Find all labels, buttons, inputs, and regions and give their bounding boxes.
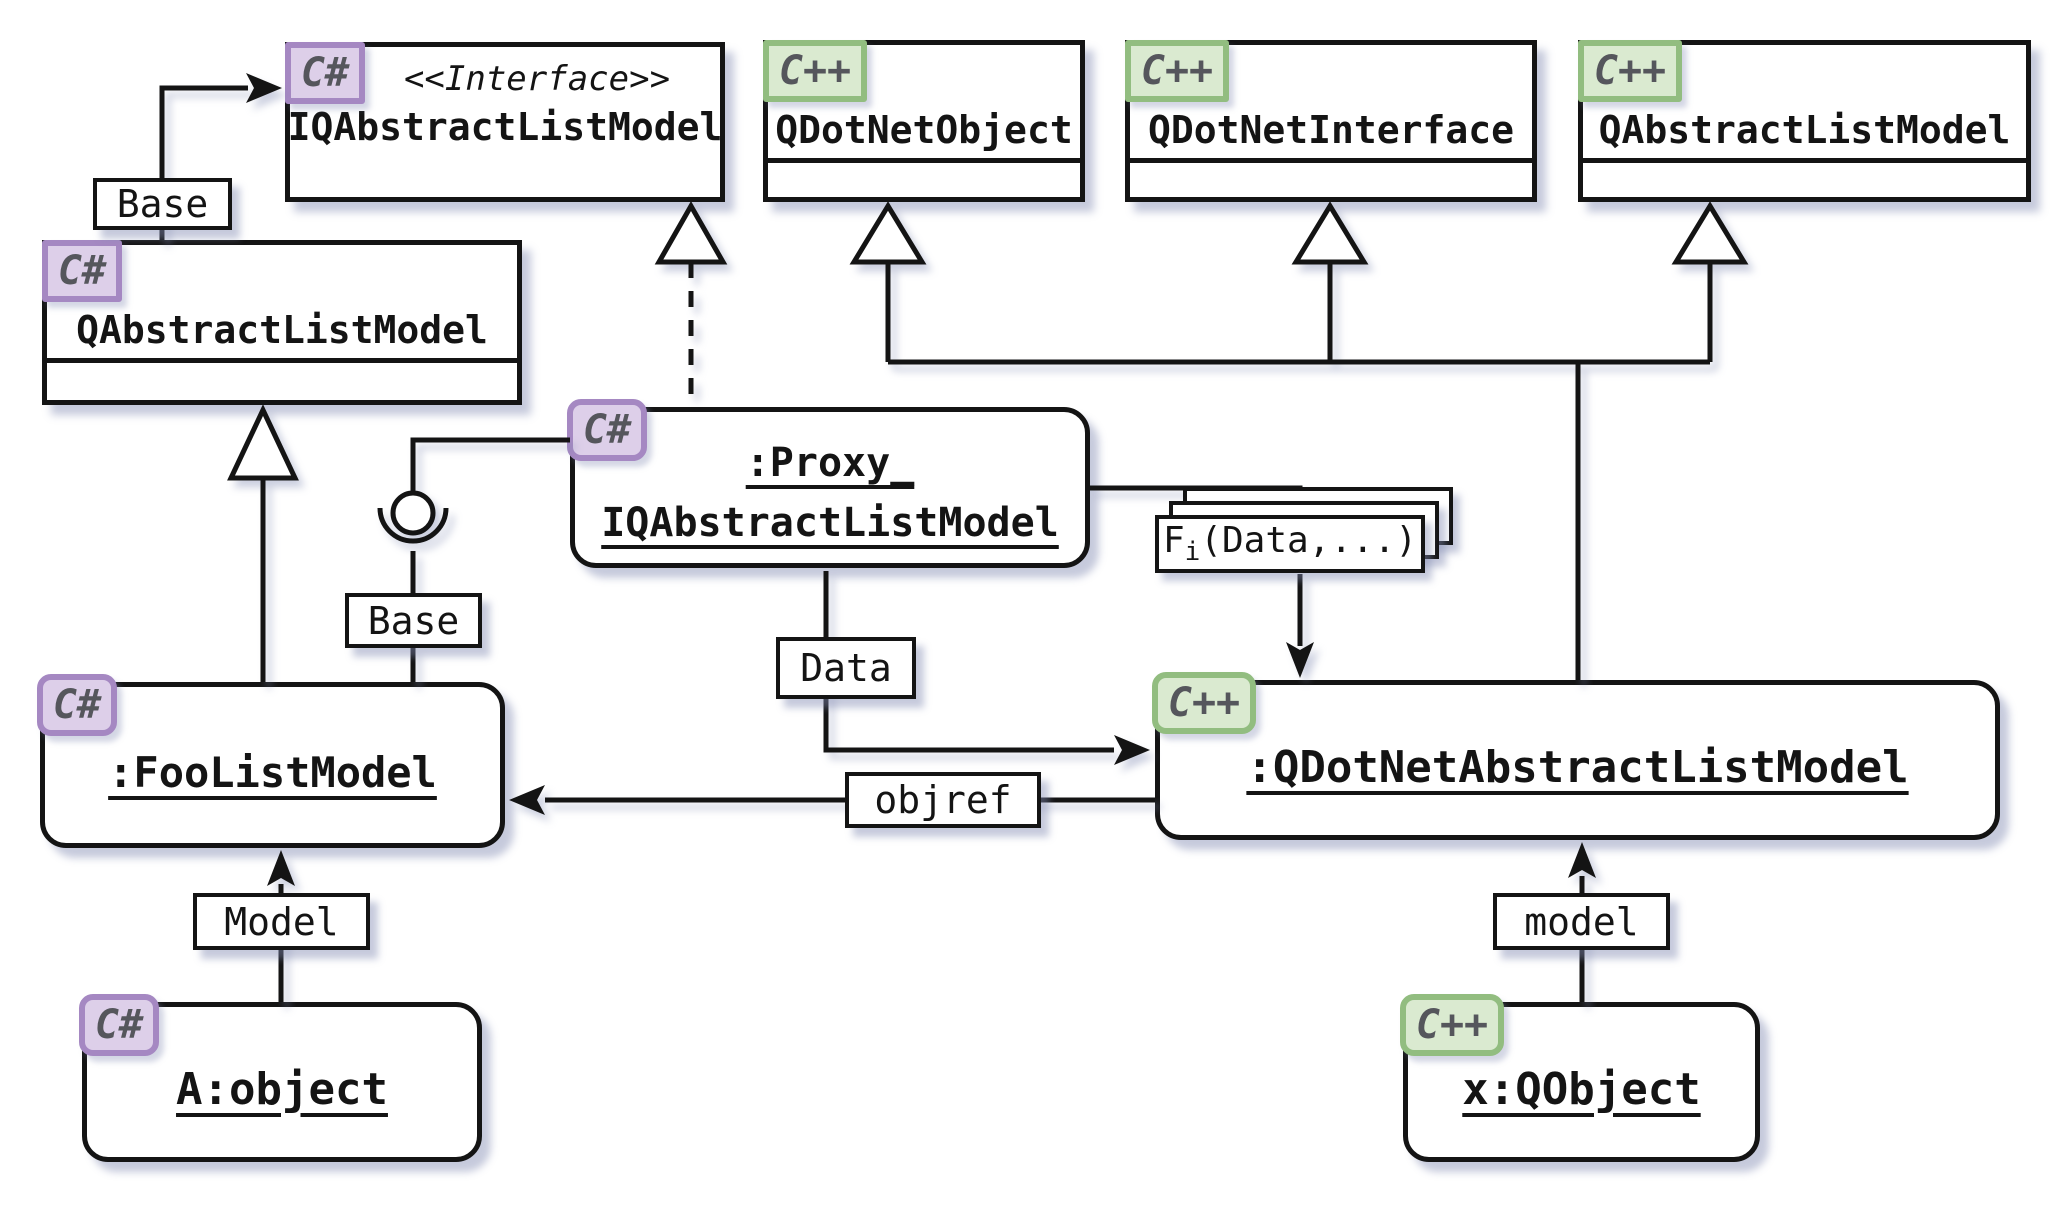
empty-compartment bbox=[47, 363, 517, 400]
cpp-badge: C++ bbox=[1400, 994, 1504, 1056]
csharp-badge: C# bbox=[285, 42, 365, 104]
cpp-badge: C++ bbox=[1125, 40, 1229, 102]
class-qdotnetinterface: C++ QDotNetInterface bbox=[1125, 40, 1537, 202]
generalization-triangle-cs bbox=[227, 404, 299, 481]
edge-label-model-right: model bbox=[1493, 893, 1670, 950]
arrowhead-data bbox=[1114, 735, 1150, 765]
cpp-badge: C++ bbox=[763, 40, 867, 102]
edge-label-base-top: Base bbox=[93, 178, 232, 230]
edge-label-objref: objref bbox=[845, 772, 1041, 828]
empty-compartment bbox=[1583, 163, 2026, 197]
lollipop-socket-icon bbox=[377, 507, 449, 544]
generalization-triangle-qabstractlistmodel bbox=[1671, 201, 1749, 265]
interface-stereotype: <<Interface>> bbox=[403, 59, 671, 99]
generalization-triangle-qdotnetinterface bbox=[1291, 201, 1369, 265]
object-qdotnetabstractlistmodel: C++ :QDotNetAbstractListModel bbox=[1152, 672, 2000, 840]
class-iqabstractlistmodel-body: <<Interface>> IQAbstractListModel bbox=[287, 47, 723, 149]
csharp-badge: C# bbox=[79, 994, 159, 1056]
object-name-line1: :Proxy_ bbox=[745, 439, 915, 486]
csharp-badge: C# bbox=[42, 240, 122, 302]
class-name: IQAbstractListModel bbox=[287, 105, 723, 149]
class-iqabstractlistmodel: C# <<Interface>> IQAbstractListModel bbox=[285, 42, 725, 202]
object-name: :Proxy_ IQAbstractListModel bbox=[601, 423, 1059, 553]
edge-label-data: Data bbox=[776, 637, 916, 699]
class-qabstractlistmodel-cpp: C++ QAbstractListModel bbox=[1578, 40, 2031, 202]
compartment-separator bbox=[1583, 158, 2026, 163]
generalization-triangle-qdotnetobject bbox=[849, 201, 927, 265]
callstack-sheet-front: Fi(Data,...) bbox=[1155, 515, 1425, 573]
edge-label-base-mid: Base bbox=[345, 593, 482, 648]
csharp-badge: C# bbox=[37, 674, 117, 736]
object-name-line2: IQAbstractListModel bbox=[601, 499, 1059, 546]
object-name: x:QObject bbox=[1462, 1063, 1701, 1115]
cpp-badge: C++ bbox=[1578, 40, 1682, 102]
class-name: QDotNetObject bbox=[775, 108, 1073, 152]
edge-label-model-left: Model bbox=[193, 893, 370, 950]
class-qabstractlistmodel-cs: C# QAbstractListModel bbox=[42, 240, 522, 405]
compartment-separator bbox=[47, 358, 517, 363]
class-name: QDotNetInterface bbox=[1147, 108, 1515, 152]
class-qdotnetobject: C++ QDotNetObject bbox=[763, 40, 1085, 202]
object-a-object: C# A:object bbox=[79, 994, 482, 1162]
compartment-separator bbox=[768, 158, 1080, 163]
class-name: QAbstractListModel bbox=[1598, 108, 2011, 152]
object-name: A:object bbox=[176, 1063, 388, 1115]
compartment-separator bbox=[1130, 158, 1532, 163]
generalization-triangle-interface bbox=[654, 200, 728, 265]
cpp-badge: C++ bbox=[1152, 672, 1256, 734]
object-x-qobject: C++ x:QObject bbox=[1400, 994, 1760, 1162]
object-name: :QDotNetAbstractListModel bbox=[1246, 741, 1909, 793]
class-name: QAbstractListModel bbox=[76, 308, 488, 352]
arrowhead-base-top bbox=[246, 73, 282, 103]
callstack-label: Fi(Data,...) bbox=[1162, 520, 1418, 568]
object-name: :FooListModel bbox=[108, 747, 437, 797]
empty-compartment bbox=[768, 163, 1080, 197]
csharp-badge: C# bbox=[567, 399, 647, 461]
edge-lollipop-top-line bbox=[410, 437, 570, 491]
arrowhead-model-right bbox=[1568, 842, 1596, 878]
arrowhead-callstack bbox=[1286, 642, 1314, 678]
arrowhead-objref bbox=[509, 785, 545, 815]
empty-compartment bbox=[1130, 163, 1532, 197]
arrowhead-model-left bbox=[267, 850, 295, 886]
object-proxy-iqabstractlistmodel: C# :Proxy_ IQAbstractListModel bbox=[567, 399, 1090, 568]
object-foolistmodel: C# :FooListModel bbox=[37, 674, 505, 848]
lollipop-ball-icon bbox=[390, 490, 436, 536]
